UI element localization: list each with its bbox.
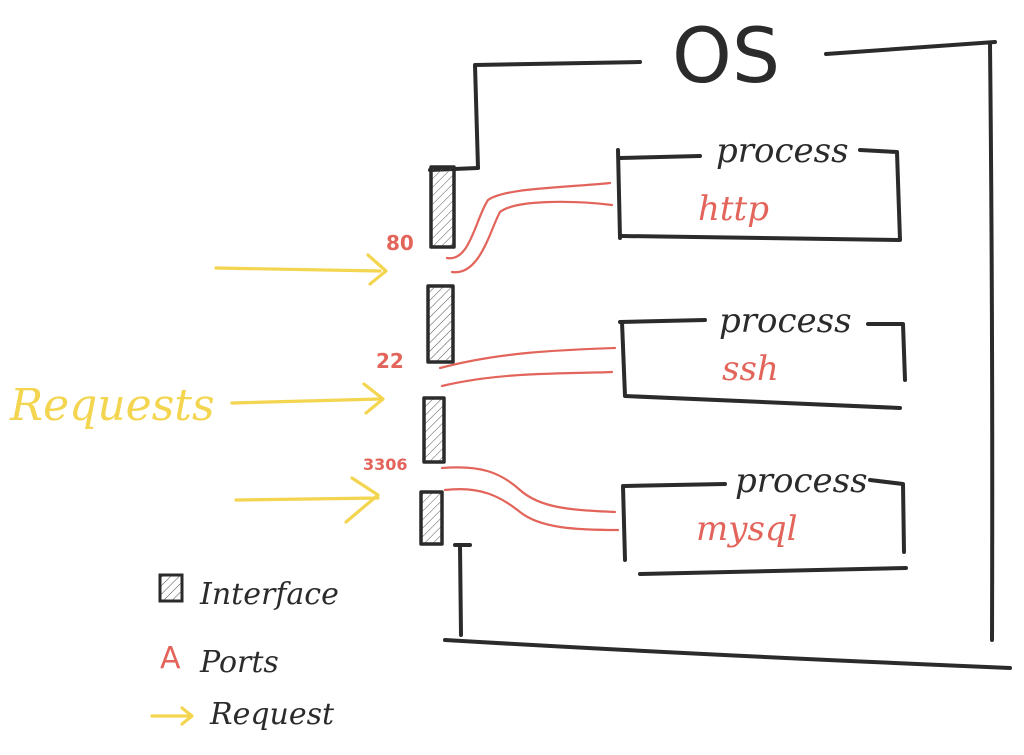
legend-request-arrow-icon [150,706,194,726]
interface-80 [429,165,456,249]
interface-3306 [422,396,446,464]
legend-ports-label: Ports [199,645,279,680]
interface-4 [419,490,444,546]
requests-label: Requests [9,380,215,431]
connector-3306 [440,466,620,532]
process-name-ssh: ssh [722,349,779,389]
legend-ports-marker: A [160,641,181,676]
process-name-mysql: mysql [696,509,798,549]
os-box [428,40,1012,670]
connector-80 [445,181,614,274]
port-label-80: 80 [386,231,414,255]
os-label: OS [672,11,780,100]
connector-22 [438,346,617,388]
legend-interface-icon [158,573,184,603]
legend: Interface A Ports Request [150,573,339,732]
process-box-ssh [618,318,907,410]
process-title-mysql: process [735,461,868,501]
legend-request-label: Request [209,697,335,732]
process-box-http [616,148,902,242]
process-title-ssh: process [719,301,852,341]
port-label-3306: 3306 [363,455,408,474]
process-title-http: process [716,131,849,171]
request-arrow-1 [214,253,388,286]
port-label-22: 22 [376,349,404,373]
request-arrow-3 [234,476,380,524]
legend-interface-label: Interface [199,577,339,612]
request-arrow-2 [230,382,385,415]
process-box-mysql [621,478,908,576]
interface-22 [426,284,455,364]
process-name-http: http [698,189,769,229]
